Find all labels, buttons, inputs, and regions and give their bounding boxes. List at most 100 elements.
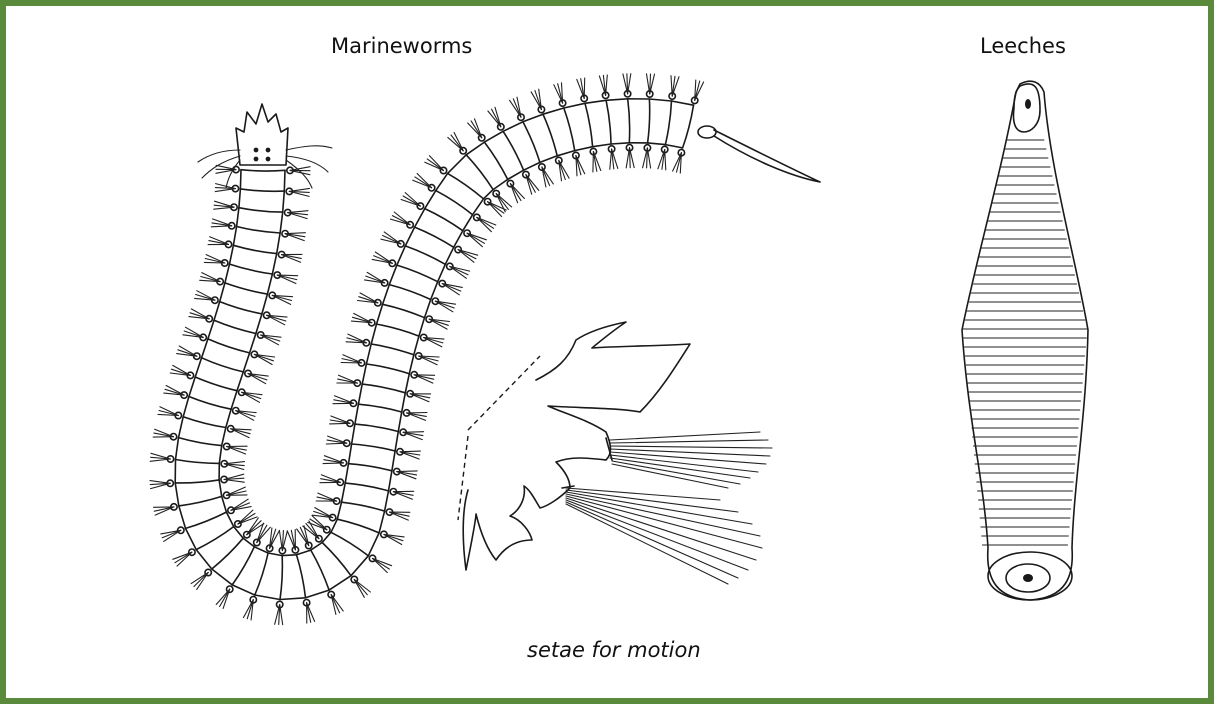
bristle — [584, 78, 585, 98]
bristle — [430, 156, 444, 171]
body-segment — [606, 100, 611, 144]
body-segment — [523, 122, 540, 163]
body-segment — [202, 358, 244, 372]
body-segment — [436, 191, 473, 215]
bristle — [343, 355, 362, 363]
body-segment — [345, 483, 388, 491]
body-segment — [179, 438, 222, 446]
body-segment — [212, 538, 243, 569]
body-segment — [233, 245, 276, 253]
body-segment — [543, 114, 557, 156]
body-segment — [337, 519, 379, 533]
body-segment — [683, 105, 694, 148]
bristle — [323, 463, 343, 464]
bristle — [287, 531, 295, 550]
bristle — [339, 375, 358, 383]
bristle — [468, 123, 482, 138]
bristle — [227, 487, 246, 495]
bristle — [155, 507, 174, 515]
body-segment — [255, 553, 268, 595]
body-segment — [297, 555, 306, 598]
body-segment — [366, 364, 409, 374]
bristle — [354, 580, 367, 595]
bristle — [318, 493, 337, 501]
body-segment — [466, 155, 493, 190]
body-segment — [448, 173, 484, 198]
bristle — [403, 432, 423, 433]
body-segment — [648, 99, 650, 143]
leech-drawing — [962, 81, 1088, 600]
body-segment — [195, 377, 237, 391]
body-segment — [322, 543, 351, 576]
bristle — [321, 475, 340, 483]
bristle — [257, 527, 271, 542]
bristle — [204, 262, 224, 263]
bristle — [282, 255, 301, 263]
body-segment — [176, 460, 220, 464]
bristle — [400, 451, 420, 452]
worm-head — [198, 104, 332, 188]
bristle — [448, 137, 463, 150]
body-segment — [349, 464, 392, 471]
bristle — [414, 375, 434, 376]
body-segment — [189, 397, 231, 410]
bristle — [335, 396, 354, 404]
bristle — [177, 552, 192, 566]
body-segment — [179, 496, 222, 506]
bristle — [238, 510, 253, 524]
body-segment — [342, 502, 385, 511]
bristle — [227, 447, 246, 455]
body-segment — [240, 189, 284, 191]
bristle — [312, 516, 327, 530]
body-segment — [175, 480, 219, 483]
body-segment — [331, 532, 368, 556]
setae-bundle-upper — [610, 432, 772, 488]
body-segment — [220, 302, 262, 314]
worm-tail-tip — [698, 126, 820, 182]
body-segment — [239, 208, 283, 212]
setae-detail — [463, 322, 690, 570]
body-segment — [196, 527, 234, 550]
bristle — [397, 471, 417, 472]
bristle — [191, 573, 208, 584]
body-segment — [383, 304, 425, 317]
bristle — [197, 573, 209, 590]
marine-worm-u-shaped — [150, 74, 704, 625]
body-segment — [362, 384, 405, 393]
bristle — [155, 429, 174, 437]
body-segment — [232, 547, 254, 585]
bristle — [593, 152, 594, 172]
body-segment — [415, 227, 454, 247]
body-segment — [425, 209, 463, 231]
body-segment — [208, 339, 250, 353]
body-segment — [280, 556, 282, 600]
bristle — [354, 580, 364, 598]
body-segment — [225, 283, 268, 294]
body-segment — [237, 227, 281, 234]
bristle — [210, 237, 229, 245]
bristle — [467, 233, 482, 247]
body-segment — [371, 344, 414, 355]
body-segment — [397, 265, 438, 282]
bristle — [496, 194, 511, 207]
bristle — [194, 573, 208, 587]
bristle — [417, 174, 432, 188]
body-segment — [358, 404, 401, 412]
bristle — [216, 589, 230, 604]
bristle — [477, 217, 492, 231]
bristle — [410, 394, 429, 402]
body-segment — [230, 264, 273, 274]
bristle — [407, 413, 426, 421]
bristle — [330, 423, 350, 424]
body-segment — [503, 131, 523, 170]
body-segment — [484, 142, 507, 179]
body-segment — [183, 417, 226, 428]
bristle — [247, 521, 261, 535]
body-segment — [377, 324, 419, 336]
body-segment — [311, 550, 329, 590]
bristle — [627, 74, 628, 94]
body-segment — [355, 424, 398, 431]
body-segment — [665, 101, 671, 145]
setae-bundle-lower — [566, 488, 762, 584]
